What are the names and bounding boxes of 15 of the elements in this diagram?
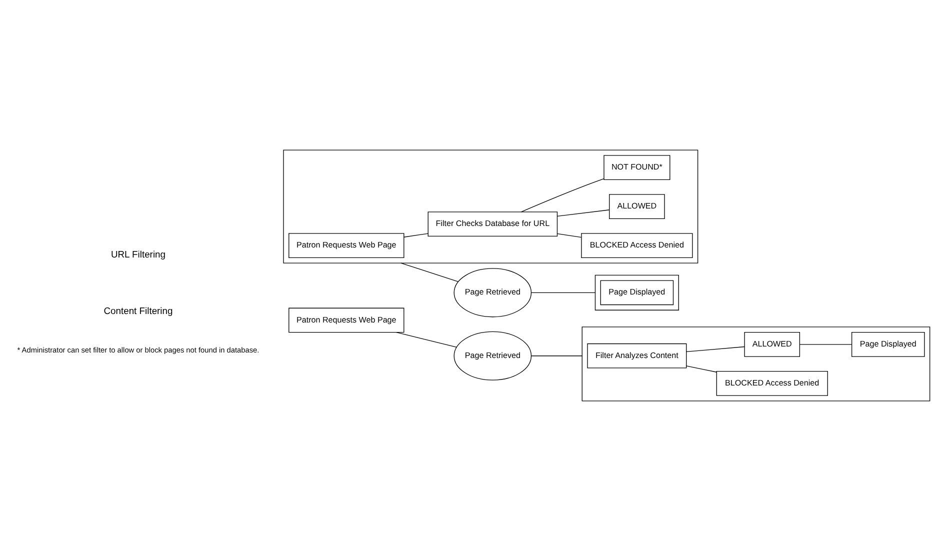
label: Content Filtering	[104, 304, 173, 316]
connector	[686, 365, 717, 372]
cluster	[283, 149, 698, 263]
connector	[556, 232, 582, 238]
connector	[686, 346, 745, 352]
connector	[530, 355, 582, 356]
label: * Administrator can set filter to allow or block pages not found in database.	[17, 344, 260, 354]
connector	[400, 262, 459, 282]
connector	[396, 332, 457, 347]
connector	[404, 232, 428, 237]
connector	[520, 178, 604, 212]
cluster	[582, 326, 930, 401]
label: URL Filtering	[110, 248, 166, 259]
cluster	[594, 274, 679, 310]
connector	[556, 209, 610, 216]
